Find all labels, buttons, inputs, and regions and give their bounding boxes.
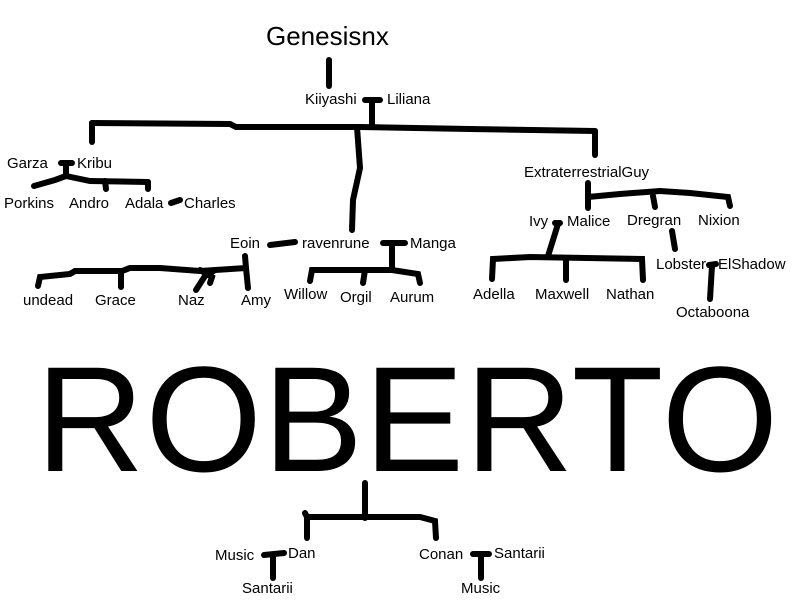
node-music-right: Music (461, 580, 501, 597)
line-to-orgil (360, 267, 368, 286)
node-undead: undead (23, 292, 74, 309)
line-eoin-ravenrune (267, 239, 298, 248)
line-ivy-down (545, 221, 561, 259)
line-to-naz-b (197, 267, 216, 286)
node-amy: Amy (241, 292, 271, 309)
node-aurum: Aurum (390, 289, 435, 306)
node-music-left: Music (215, 547, 255, 564)
line-garza-children (63, 173, 151, 185)
banner-roberto: ROBERTO (36, 335, 780, 503)
node-conan: Conan (419, 546, 464, 563)
node-extraterrestrialguy: ExtraterrestrialGuy (524, 164, 650, 181)
node-grace: Grace (95, 292, 136, 309)
node-kribu: Kribu (77, 155, 113, 172)
line-raven-children (307, 267, 423, 286)
line-main-bar (89, 120, 598, 134)
node-nixion: Nixion (698, 212, 740, 229)
node-root: Genesisnx (266, 21, 389, 51)
node-octaboona: Octaboona (676, 304, 750, 321)
line-adala-charles (168, 197, 183, 206)
node-ivy: Ivy (529, 213, 549, 230)
node-ravenrune: ravenrune (302, 235, 370, 252)
line-roberto-bar (302, 510, 439, 541)
node-liliana: Liliana (387, 91, 431, 108)
node-andro: Andro (69, 195, 110, 212)
node-naz: Naz (178, 292, 205, 309)
node-elshadow: ElShadow (718, 256, 786, 273)
node-kiiyashi: Kiiyashi (305, 91, 357, 108)
line-to-octaboona (707, 263, 715, 302)
line-dregran-lobster (669, 228, 678, 252)
node-malice: Malice (567, 213, 611, 230)
line-garza-down (31, 160, 69, 189)
node-willow: Willow (284, 286, 328, 303)
line-ivy-children (489, 253, 646, 283)
node-nathan: Nathan (606, 286, 655, 303)
node-santarii-right: Santarii (494, 545, 545, 562)
node-lobster: Lobster (656, 256, 707, 273)
line-to-dregran (650, 193, 658, 210)
node-dan: Dan (288, 545, 316, 562)
line-et-children (585, 187, 733, 209)
node-dregran: Dregran (627, 212, 682, 229)
node-adala: Adala (125, 195, 164, 212)
node-eoin: Eoin (230, 235, 261, 252)
node-maxwell: Maxwell (535, 286, 590, 303)
node-adella: Adella (473, 286, 515, 303)
line-eoin-down (242, 253, 251, 291)
node-charles: Charles (184, 195, 236, 212)
line-to-andro (102, 178, 109, 192)
node-garza: Garza (7, 155, 48, 172)
line-to-ravenrune (349, 124, 364, 233)
node-manga: Manga (410, 235, 456, 252)
node-santarii-left: Santarii (242, 580, 293, 597)
node-porkins: Porkins (4, 195, 55, 212)
node-orgil: Orgil (340, 289, 372, 306)
